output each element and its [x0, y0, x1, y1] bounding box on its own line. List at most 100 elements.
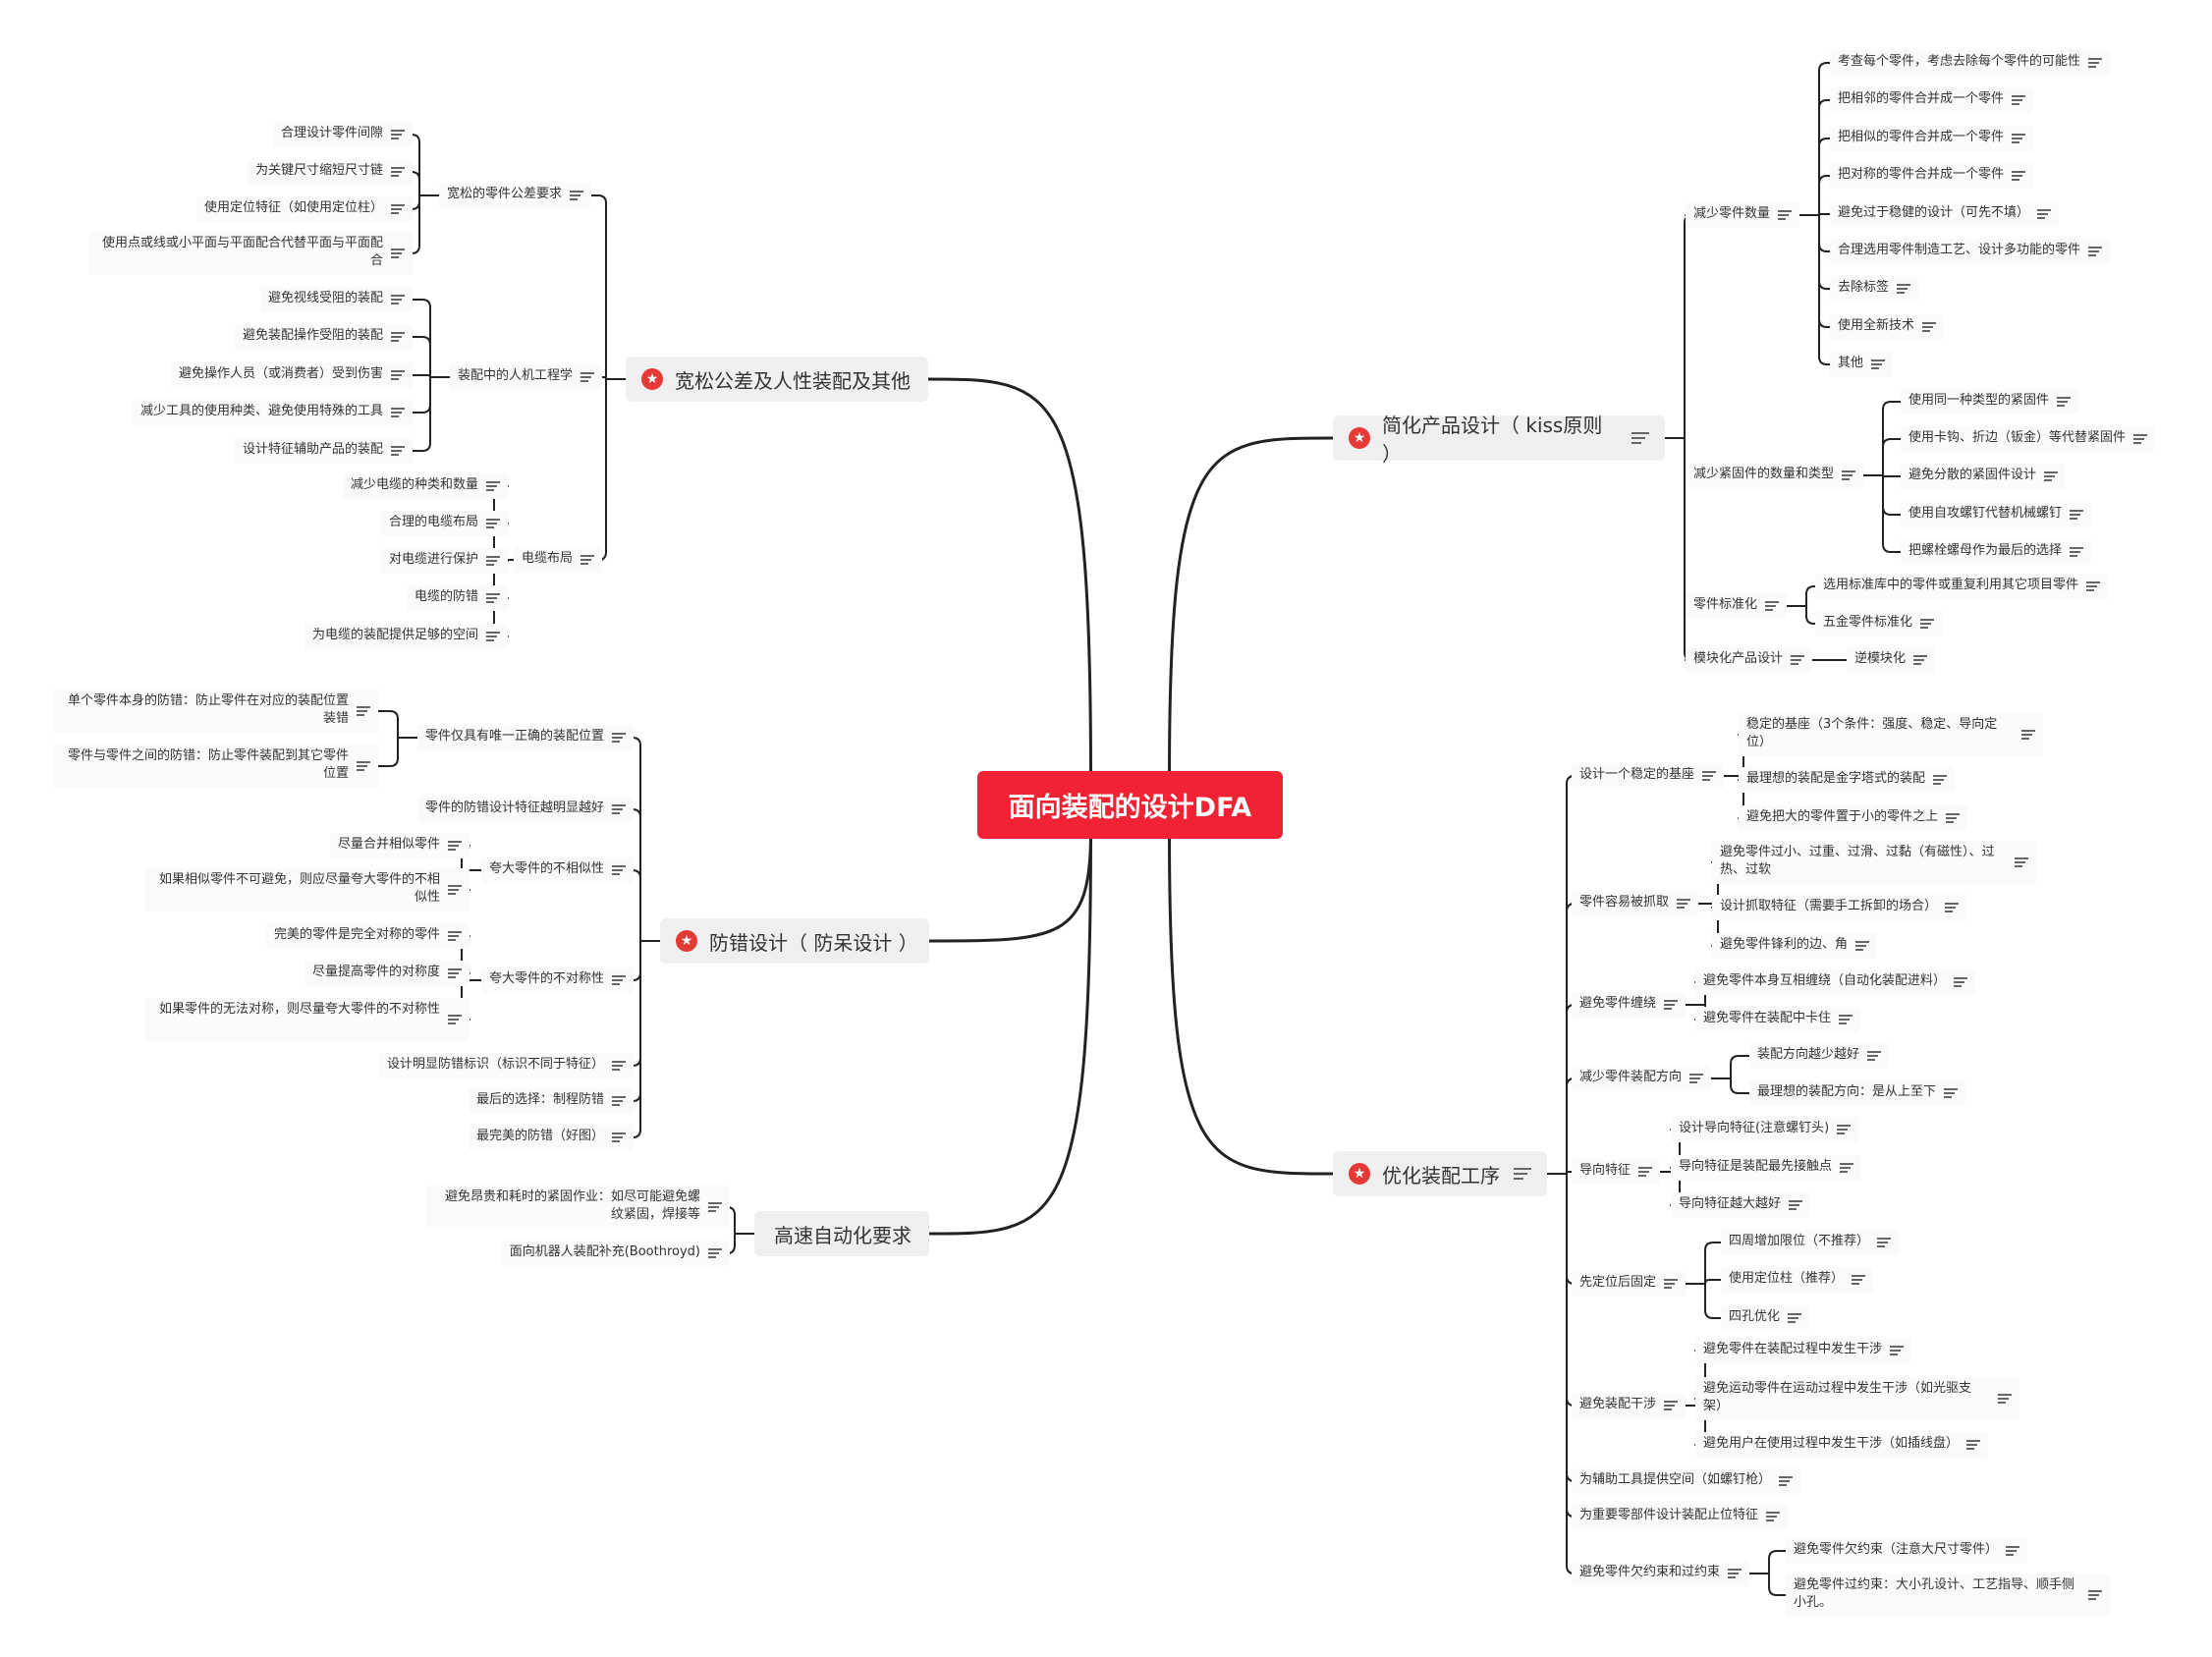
notes-icon[interactable]	[2070, 510, 2084, 520]
node-e3-1[interactable]: 避免零件本身互相缠绕（自动化装配进料）	[1695, 969, 1976, 995]
notes-icon[interactable]	[1677, 899, 1691, 909]
node-d2-2[interactable]: 使用卡钩、折边（钣金）等代替紧固件	[1901, 426, 2156, 452]
node-e10-2[interactable]: 避免零件过约束：大小孔设计、工艺指导、顺手侧小孔。	[1786, 1574, 2110, 1617]
notes-icon[interactable]	[391, 167, 405, 177]
notes-icon[interactable]	[486, 481, 500, 491]
node-d4-1[interactable]: 逆模块化	[1847, 647, 1936, 673]
node-d1-3[interactable]: 把相似的零件合并成一个零件	[1830, 126, 2034, 151]
notes-icon[interactable]	[612, 975, 626, 985]
notes-icon[interactable]	[1998, 1394, 2012, 1404]
topic-automation[interactable]: 高速自动化要求	[754, 1211, 929, 1256]
notes-icon[interactable]	[391, 408, 405, 417]
node-c2[interactable]: 面向机器人装配补充(Boothroyd)	[501, 1241, 730, 1266]
root-topic[interactable]: 面向装配的设计DFA	[977, 771, 1283, 839]
node-a1-1[interactable]: 合理设计零件间隙	[272, 122, 413, 147]
notes-icon[interactable]	[2006, 1546, 2020, 1556]
notes-icon[interactable]	[391, 370, 405, 380]
notes-icon[interactable]	[486, 593, 500, 603]
node-d1[interactable]: 减少零件数量	[1686, 202, 1800, 228]
node-b5[interactable]: 设计明显防错标识（标识不同于特征）	[378, 1053, 634, 1078]
node-d1-6[interactable]: 合理选用零件制造工艺、设计多功能的零件	[1830, 239, 2111, 264]
node-e1[interactable]: 设计一个稳定的基座	[1572, 763, 1725, 789]
notes-icon[interactable]	[2070, 547, 2084, 557]
notes-icon[interactable]	[1920, 619, 1935, 629]
node-e1-3[interactable]: 避免把大的零件置于小的零件之上	[1739, 805, 1968, 831]
notes-icon[interactable]	[1933, 775, 1948, 785]
node-b3[interactable]: 夸大零件的不相似性	[480, 857, 634, 883]
node-d2[interactable]: 减少紧固件的数量和类型	[1686, 463, 1864, 488]
node-a3-2[interactable]: 合理的电缆布局	[380, 511, 508, 536]
node-b4[interactable]: 夸大零件的不对称性	[480, 967, 634, 993]
notes-icon[interactable]	[357, 706, 370, 716]
notes-icon[interactable]	[486, 632, 500, 641]
notes-icon[interactable]	[612, 1096, 626, 1106]
notes-icon[interactable]	[1945, 903, 1960, 912]
notes-icon[interactable]	[486, 556, 500, 566]
notes-icon[interactable]	[1855, 941, 1870, 951]
node-e3[interactable]: 避免零件缠绕	[1572, 992, 1687, 1018]
node-d4[interactable]: 模块化产品设计	[1686, 647, 1813, 673]
notes-icon[interactable]	[391, 295, 405, 304]
node-b1[interactable]: 零件仅具有唯一正确的装配位置	[416, 725, 634, 750]
notes-icon[interactable]	[1877, 1238, 1892, 1247]
node-b1-2[interactable]: 零件与零件之间的防错：防止零件装配到其它零件位置	[54, 745, 378, 788]
notes-icon[interactable]	[1922, 322, 1937, 332]
node-a3-5[interactable]: 为电缆的装配提供足够的空间	[304, 624, 508, 649]
notes-icon[interactable]	[1946, 813, 1961, 823]
notes-icon[interactable]	[391, 332, 405, 342]
node-d2-4[interactable]: 使用自攻螺钉代替机械螺钉	[1901, 502, 2092, 527]
notes-icon[interactable]	[1913, 655, 1928, 665]
notes-icon[interactable]	[1791, 655, 1805, 665]
node-a3-1[interactable]: 减少电缆的种类和数量	[342, 473, 508, 499]
notes-icon[interactable]	[448, 841, 462, 851]
notes-icon[interactable]	[1664, 1000, 1679, 1010]
node-d1-4[interactable]: 把对称的零件合并成一个零件	[1830, 163, 2034, 189]
topic-error-proofing[interactable]: ★ 防错设计（ 防呆设计 ）	[660, 918, 929, 964]
node-a3[interactable]: 电缆布局	[513, 547, 602, 573]
node-e4-2[interactable]: 最理想的装配方向：是从上至下	[1749, 1080, 1966, 1106]
node-a2-5[interactable]: 设计特征辅助产品的装配	[234, 438, 413, 464]
notes-icon[interactable]	[2012, 95, 2026, 105]
node-b4-1[interactable]: 完美的零件是完全对称的零件	[265, 923, 470, 949]
notes-icon[interactable]	[1765, 601, 1780, 611]
node-e10-1[interactable]: 避免零件欠约束（注意大尺寸零件）	[1786, 1538, 2028, 1564]
node-e1-1[interactable]: 稳定的基座（3个条件：强度、稳定、导向定位）	[1739, 713, 2043, 756]
notes-icon[interactable]	[1766, 1512, 1781, 1521]
notes-icon[interactable]	[612, 733, 626, 743]
notes-icon[interactable]	[612, 804, 626, 814]
node-d3-1[interactable]: 选用标准库中的零件或重复利用其它项目零件	[1815, 574, 2109, 599]
notes-icon[interactable]	[1664, 1401, 1679, 1410]
notes-icon[interactable]	[1728, 1569, 1742, 1578]
notes-icon[interactable]	[1867, 1051, 1882, 1061]
node-e3-2[interactable]: 避免零件在装配中卡住	[1695, 1007, 1861, 1032]
notes-icon[interactable]	[2037, 209, 2052, 219]
node-e7-1[interactable]: 避免零件在装配过程中发生干涉	[1695, 1338, 1912, 1363]
node-a1-3[interactable]: 使用定位特征（如使用定位柱）	[195, 196, 413, 222]
node-e4-1[interactable]: 装配方向越少越好	[1749, 1043, 1890, 1069]
node-b3-2[interactable]: 如果相似零件不可避免，则应尽量夸大零件的不相似性	[145, 868, 470, 911]
notes-icon[interactable]	[1890, 1346, 1905, 1355]
node-d3[interactable]: 零件标准化	[1686, 593, 1788, 619]
notes-icon[interactable]	[581, 372, 594, 382]
node-b2[interactable]: 零件的防错设计特征越明显越好	[416, 797, 634, 822]
notes-icon[interactable]	[1839, 1015, 1853, 1024]
node-e6-2[interactable]: 使用定位柱（推荐）	[1721, 1267, 1874, 1293]
notes-icon[interactable]	[2044, 471, 2059, 481]
notes-icon[interactable]	[2088, 247, 2103, 256]
notes-icon[interactable]	[448, 1015, 462, 1024]
node-b7[interactable]: 最完美的防错（好图）	[468, 1125, 634, 1150]
node-e2-2[interactable]: 设计抓取特征（需要手工拆卸的场合）	[1712, 895, 1967, 920]
notes-icon[interactable]	[448, 931, 462, 941]
notes-icon[interactable]	[2086, 581, 2101, 591]
node-e6-1[interactable]: 四周增加限位（不推荐）	[1721, 1230, 1900, 1255]
notes-icon[interactable]	[708, 1202, 722, 1212]
node-e2[interactable]: 零件容易被抓取	[1572, 891, 1699, 916]
node-e6-3[interactable]: 四孔优化	[1721, 1305, 1810, 1331]
node-d3-2[interactable]: 五金零件标准化	[1815, 611, 1943, 636]
node-e7-2[interactable]: 避免运动零件在运动过程中发生干涉（如光驱支架）	[1695, 1377, 2019, 1420]
node-a2-1[interactable]: 避免视线受阻的装配	[259, 287, 413, 312]
notes-icon[interactable]	[2133, 434, 2148, 444]
node-b6[interactable]: 最后的选择：制程防错	[468, 1088, 634, 1114]
notes-icon[interactable]	[1852, 1275, 1866, 1285]
node-e6[interactable]: 先定位后固定	[1572, 1271, 1687, 1297]
